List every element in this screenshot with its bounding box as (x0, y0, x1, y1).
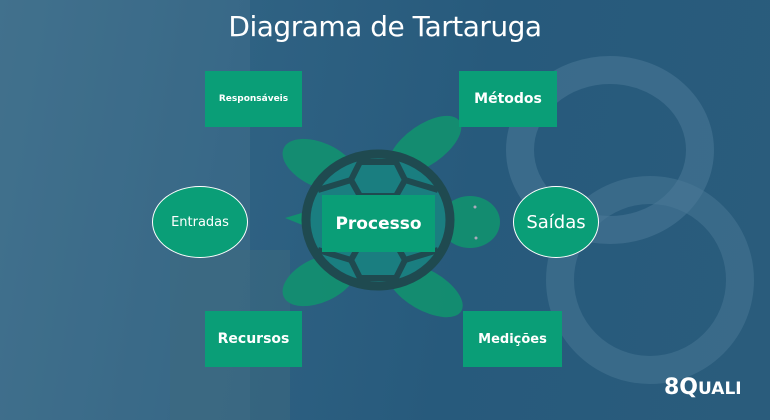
node-responsaveis: Responsáveis (205, 71, 302, 127)
brand-logo: 8QUALI (664, 375, 742, 400)
node-entradas: Entradas (152, 186, 248, 258)
node-processo: Processo (322, 195, 435, 252)
diagram-title: Diagrama de Tartaruga (228, 10, 542, 43)
node-saidas: Saídas (513, 186, 599, 258)
node-recursos: Recursos (205, 311, 302, 367)
node-metodos: Métodos (459, 71, 557, 127)
node-medicoes: Medições (463, 311, 562, 367)
